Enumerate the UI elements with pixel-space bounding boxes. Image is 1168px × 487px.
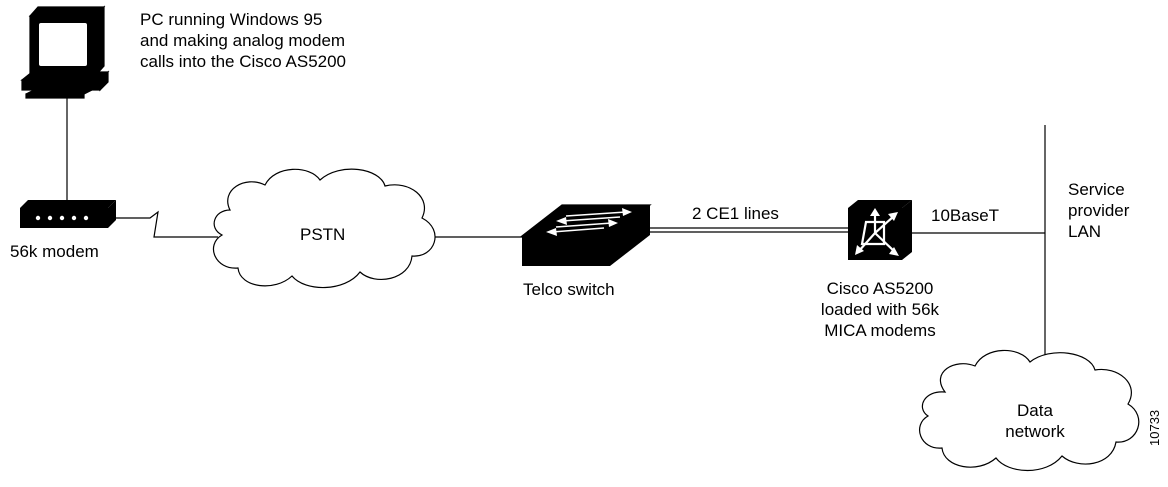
telco-switch-label: Telco switch: [523, 280, 615, 299]
access-server-label: Cisco AS5200 loaded with 56k MICA modems: [810, 278, 950, 341]
lan-label-line-1: Service: [1068, 180, 1125, 199]
lan-label-line-2: provider: [1068, 201, 1130, 220]
pc-label-line-1: PC running Windows 95: [140, 10, 323, 29]
pc-label-line-3: calls into the Cisco AS5200: [140, 52, 347, 71]
access-server-label-line-2: loaded with 56k: [820, 300, 940, 319]
data-network-label-line-2: network: [1005, 422, 1065, 441]
data-network-cloud-icon: [919, 349, 1140, 472]
data-network-label: Data network: [975, 400, 1095, 442]
connections: [66, 98, 1046, 363]
pc-icon: [20, 5, 110, 99]
access-server-label-line-1: Cisco AS5200: [826, 279, 934, 298]
data-network-label-line-1: Data: [1017, 401, 1053, 420]
figure-id: 10733: [1147, 409, 1162, 446]
pstn-label: PSTN: [300, 225, 346, 244]
pstn-cloud-icon: [212, 168, 436, 289]
access-server-label-line-3: MICA modems: [824, 321, 936, 340]
lan-label: Service provider LAN: [1068, 179, 1129, 242]
modem-label: 56k modem: [10, 242, 99, 261]
access-server-icon: [848, 200, 912, 260]
modem-icon: [20, 200, 116, 228]
pc-label-line-2: and making analog modem: [140, 31, 346, 50]
lan-label-line-3: LAN: [1068, 222, 1102, 241]
switch-icon: [520, 204, 652, 266]
ce1-lines-label: 2 CE1 lines: [692, 204, 779, 223]
pc-label: PC running Windows 95 and making analog …: [140, 9, 346, 72]
ethernet-label: 10BaseT: [931, 206, 1000, 225]
modem-pstn-link: [112, 210, 218, 238]
